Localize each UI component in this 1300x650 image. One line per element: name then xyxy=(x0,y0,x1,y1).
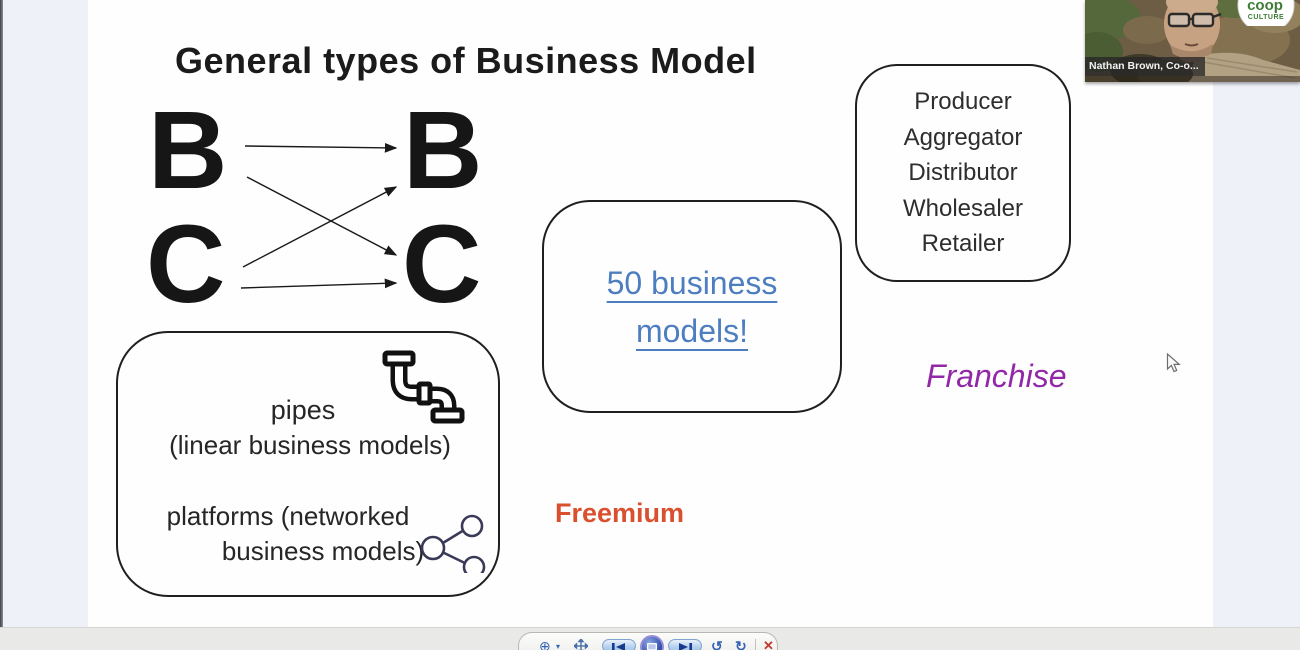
network-share-icon xyxy=(420,514,486,573)
undo-icon[interactable]: ↺ xyxy=(711,638,723,650)
business-models-box: 50 business models! xyxy=(542,200,842,413)
presentation-toolbar: ⊕ ▾ ↺ ↻ ✕ xyxy=(518,632,778,650)
viewer-left-margin xyxy=(3,0,88,627)
svg-text:coop: coop xyxy=(1247,0,1283,14)
redo-icon[interactable]: ↻ xyxy=(735,638,747,650)
logo-word-culture: CULTURE xyxy=(1248,14,1284,21)
value-chain-item: Producer xyxy=(914,88,1012,116)
link-line-1: 50 business xyxy=(606,264,778,301)
next-slide-button[interactable] xyxy=(668,639,702,650)
zoom-tool-icon[interactable]: ⊕ xyxy=(539,638,551,650)
platforms-label-line2: business models) xyxy=(221,536,425,566)
webcam-tile[interactable]: coop CULTURE Nathan Brown, Co-o... xyxy=(1085,0,1300,82)
business-models-link[interactable]: 50 business models! xyxy=(607,259,778,355)
close-toolbar-icon[interactable]: ✕ xyxy=(763,638,774,650)
value-chain-box: Producer Aggregator Distributor Wholesal… xyxy=(855,64,1071,282)
zoom-dropdown-caret-icon[interactable]: ▾ xyxy=(556,642,561,650)
slideshow-button[interactable] xyxy=(640,635,664,650)
letter-b-right: B xyxy=(403,89,483,212)
pan-tool-icon[interactable] xyxy=(574,639,588,650)
viewer-right-margin xyxy=(1213,0,1300,627)
pipes-sublabel: (linear business models) xyxy=(169,430,451,460)
link-line-2: models! xyxy=(635,312,749,349)
logo-word-coop: coop xyxy=(1247,0,1283,14)
toolbar-separator xyxy=(755,639,756,650)
bc-arrows xyxy=(240,142,398,289)
window-left-edge xyxy=(0,0,3,650)
mouse-cursor xyxy=(1166,353,1181,373)
platforms-label-line1: platforms (networked xyxy=(166,501,410,531)
svg-text:CULTURE: CULTURE xyxy=(1248,14,1284,21)
value-chain-item: Distributor xyxy=(908,159,1018,187)
letter-c-right: C xyxy=(402,203,482,326)
value-chain-item: Retailer xyxy=(921,230,1005,258)
letter-c-left: C xyxy=(146,203,226,326)
freemium-label: Freemium xyxy=(555,498,685,528)
coop-culture-logo: coop CULTURE xyxy=(1237,0,1295,26)
pipe-icon xyxy=(382,350,465,424)
slide-title: General types of Business Model xyxy=(175,40,757,81)
letter-b-left: B xyxy=(148,89,228,212)
value-chain-item: Wholesaler xyxy=(902,194,1024,222)
pipes-label: pipes xyxy=(270,395,336,425)
participant-name-label: Nathan Brown, Co-o... xyxy=(1085,57,1205,76)
value-chain-item: Aggregator xyxy=(903,123,1023,151)
previous-slide-button[interactable] xyxy=(602,639,636,650)
franchise-label: Franchise xyxy=(926,358,1067,394)
pipes-platforms-box: pipes (linear business models) platforms… xyxy=(116,331,500,597)
